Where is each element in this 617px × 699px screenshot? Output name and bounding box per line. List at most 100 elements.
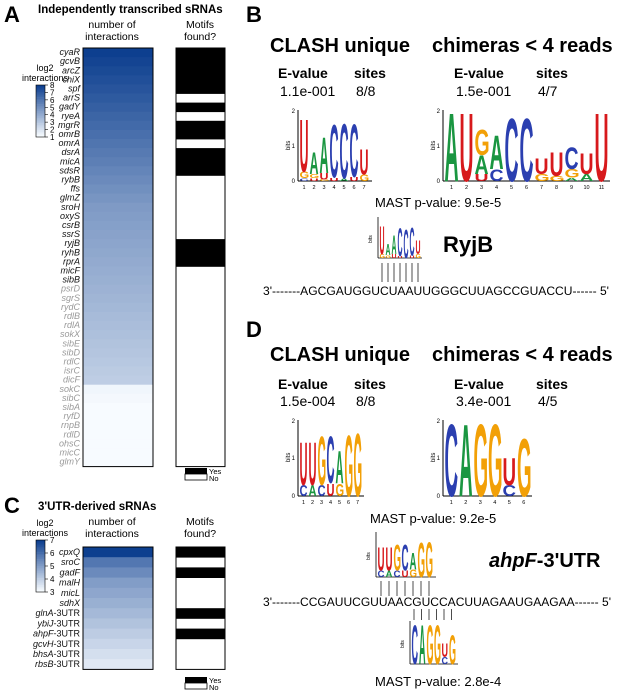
logo-letter-C: C bbox=[505, 99, 519, 200]
logo-letter-A: A bbox=[580, 173, 594, 184]
row-label: rydC bbox=[61, 302, 81, 312]
heat-cell bbox=[83, 257, 153, 267]
panel-d-letter: D bbox=[246, 317, 262, 342]
legend-gradient-step bbox=[36, 540, 45, 543]
row-label: micA bbox=[60, 156, 80, 166]
key-yes-label: Yes bbox=[209, 676, 221, 685]
legend-gradient-step bbox=[36, 586, 45, 589]
heat-cell bbox=[83, 284, 153, 295]
logo-letter-G: G bbox=[535, 173, 550, 184]
legend-gradient-step bbox=[36, 98, 45, 101]
panel-d-logo-2-ylabel: bits bbox=[431, 453, 437, 462]
panel-b: B CLASH unique chimeras < 4 reads E-valu… bbox=[246, 2, 613, 298]
panel-a-motif-column bbox=[175, 47, 226, 468]
logo-letter-U: U bbox=[580, 149, 594, 181]
row-label-suffix: -3UTR bbox=[54, 659, 81, 669]
heat-cell bbox=[83, 302, 153, 313]
logo-letter-G: G bbox=[517, 422, 532, 514]
row-label: gcvB bbox=[60, 56, 80, 66]
svg-text:1: 1 bbox=[437, 144, 441, 150]
panel-a: A Independently transcribed sRNAs number… bbox=[4, 2, 226, 483]
panel-b-alignment-ticks bbox=[381, 263, 419, 282]
panel-d-gene-suffix: -3'UTR bbox=[537, 550, 601, 572]
heat-cell bbox=[83, 421, 153, 431]
key-yes-label: Yes bbox=[209, 467, 221, 476]
logo-letter-U: U bbox=[378, 542, 385, 579]
svg-text:0: 0 bbox=[437, 179, 441, 185]
logo-position-label: 2 bbox=[311, 500, 314, 506]
row-label: ffs bbox=[70, 184, 80, 194]
legend-gradient-step bbox=[36, 117, 45, 120]
logo-letter-C: C bbox=[503, 482, 517, 500]
logo-letter-A: A bbox=[565, 177, 579, 182]
svg-text:2: 2 bbox=[292, 419, 296, 425]
motif-yes-cell bbox=[176, 129, 225, 140]
legend-gradient-step bbox=[36, 564, 45, 567]
panel-b-heading-clash: CLASH unique bbox=[270, 35, 410, 57]
svg-text:2: 2 bbox=[292, 109, 296, 115]
logo-position-label: 4 bbox=[332, 185, 335, 191]
heat-cell bbox=[83, 628, 153, 640]
logo-letter-U: U bbox=[460, 94, 474, 202]
logo-letter-U: U bbox=[392, 254, 398, 260]
svg-text:2: 2 bbox=[437, 109, 441, 115]
legend-tick-label: 5 bbox=[50, 103, 55, 112]
row-label-suffix: -3UTR bbox=[54, 629, 81, 639]
logo-letter-A: A bbox=[445, 94, 459, 202]
logo-position-label: 6 bbox=[522, 500, 525, 506]
legend-gradient-step bbox=[36, 107, 45, 110]
row-label: glmY bbox=[59, 457, 81, 467]
legend-gradient-step bbox=[36, 569, 45, 572]
legend-gradient-step bbox=[36, 93, 45, 96]
logo-letter-U: U bbox=[398, 256, 403, 259]
logo-letter-C: C bbox=[340, 108, 349, 195]
legend-title-2: interactions bbox=[22, 528, 69, 538]
row-label: chiX bbox=[62, 74, 81, 84]
logo-letter-U: U bbox=[475, 173, 489, 184]
logo-letter-G: G bbox=[434, 615, 441, 676]
row-label: bhsA-3UTR bbox=[33, 649, 81, 659]
logo-letter-G: G bbox=[386, 255, 392, 259]
logo-letter-C: C bbox=[565, 140, 579, 176]
row-label: ahpF-3UTR bbox=[33, 629, 81, 639]
row-label: sdhX bbox=[59, 598, 81, 608]
row-label: micF bbox=[61, 265, 81, 275]
row-label: rnpB bbox=[61, 420, 80, 430]
panel-b-sites-label-2: sites bbox=[536, 65, 568, 81]
legend-gradient-step bbox=[36, 578, 45, 581]
panel-b-evalue-label-2: E-value bbox=[454, 65, 504, 81]
heat-cell bbox=[83, 230, 153, 240]
row-label: micC bbox=[60, 447, 81, 457]
logo-position-label: 1 bbox=[302, 185, 305, 191]
logo-position-label: 8 bbox=[555, 185, 558, 191]
logo-letter-U: U bbox=[330, 177, 339, 183]
motif-yes-cell bbox=[176, 120, 225, 131]
legend-gradient-step bbox=[36, 560, 45, 563]
row-label: cyaR bbox=[59, 47, 80, 57]
motif-yes-cell bbox=[176, 257, 225, 267]
panel-b-sequence: 3'-------AGCGAUGGUCUAAUUGGGCUUAGCCGUACCU… bbox=[263, 286, 609, 298]
row-label: omrB bbox=[58, 129, 80, 139]
legend-tick-label: 2 bbox=[50, 126, 55, 135]
logo-letter-G: G bbox=[380, 254, 386, 260]
row-label: glnA-3UTR bbox=[35, 608, 80, 618]
logo-position-label: 3 bbox=[322, 185, 325, 191]
row-label: sokX bbox=[60, 329, 81, 339]
logo-letter-U: U bbox=[380, 219, 385, 264]
heat-cell bbox=[83, 129, 153, 140]
heat-cell bbox=[83, 412, 153, 422]
logo-letter-G: G bbox=[474, 403, 489, 518]
row-label: gadF bbox=[59, 567, 80, 577]
legend-gradient-step bbox=[36, 576, 45, 579]
logo-position-label: 4 bbox=[329, 500, 332, 506]
row-label: sibD bbox=[62, 347, 81, 357]
logo-letter-C: C bbox=[520, 99, 534, 200]
panel-d-heading-chimeras: chimeras < 4 reads bbox=[432, 344, 613, 366]
logo-letter-A: A bbox=[419, 615, 426, 676]
